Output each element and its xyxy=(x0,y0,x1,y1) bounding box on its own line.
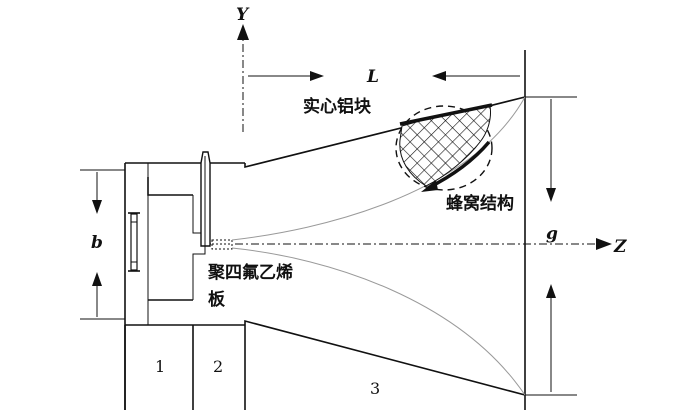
honeycomb-label: 蜂窝结构 xyxy=(446,193,514,214)
honeycomb-ellipse xyxy=(395,105,493,191)
section-number-1: 1 xyxy=(155,357,165,376)
slot-label: b xyxy=(91,233,103,253)
y-axis-label: Y xyxy=(236,5,250,25)
upper-phase-curve xyxy=(231,96,526,241)
honeycomb-leader-arrowhead xyxy=(421,180,438,192)
section-2-transition xyxy=(193,151,246,410)
aperture-label: g xyxy=(546,224,558,244)
y-axis-arrowhead xyxy=(237,24,249,40)
aluminum-block-label: 实心铝块 xyxy=(303,96,372,117)
length-dimension xyxy=(248,71,520,81)
length-label: L xyxy=(366,67,379,87)
z-axis-arrowhead xyxy=(596,238,612,250)
honeycomb-region xyxy=(399,105,491,187)
section-3-horn xyxy=(231,50,526,410)
section-number-2: 2 xyxy=(213,357,223,376)
coax-probe xyxy=(130,213,138,271)
lower-phase-curve xyxy=(231,247,526,396)
aperture-dimension xyxy=(525,96,577,396)
z-axis-label: Z xyxy=(613,237,627,257)
ptfe-label-line1: 聚四氟乙烯 xyxy=(207,262,293,283)
slot-dimension xyxy=(80,169,125,320)
section-number-3: 3 xyxy=(370,379,380,398)
ptfe-label-line2: 板 xyxy=(208,289,226,310)
aluminum-edge xyxy=(399,103,493,126)
honeycomb-callout xyxy=(395,103,493,192)
